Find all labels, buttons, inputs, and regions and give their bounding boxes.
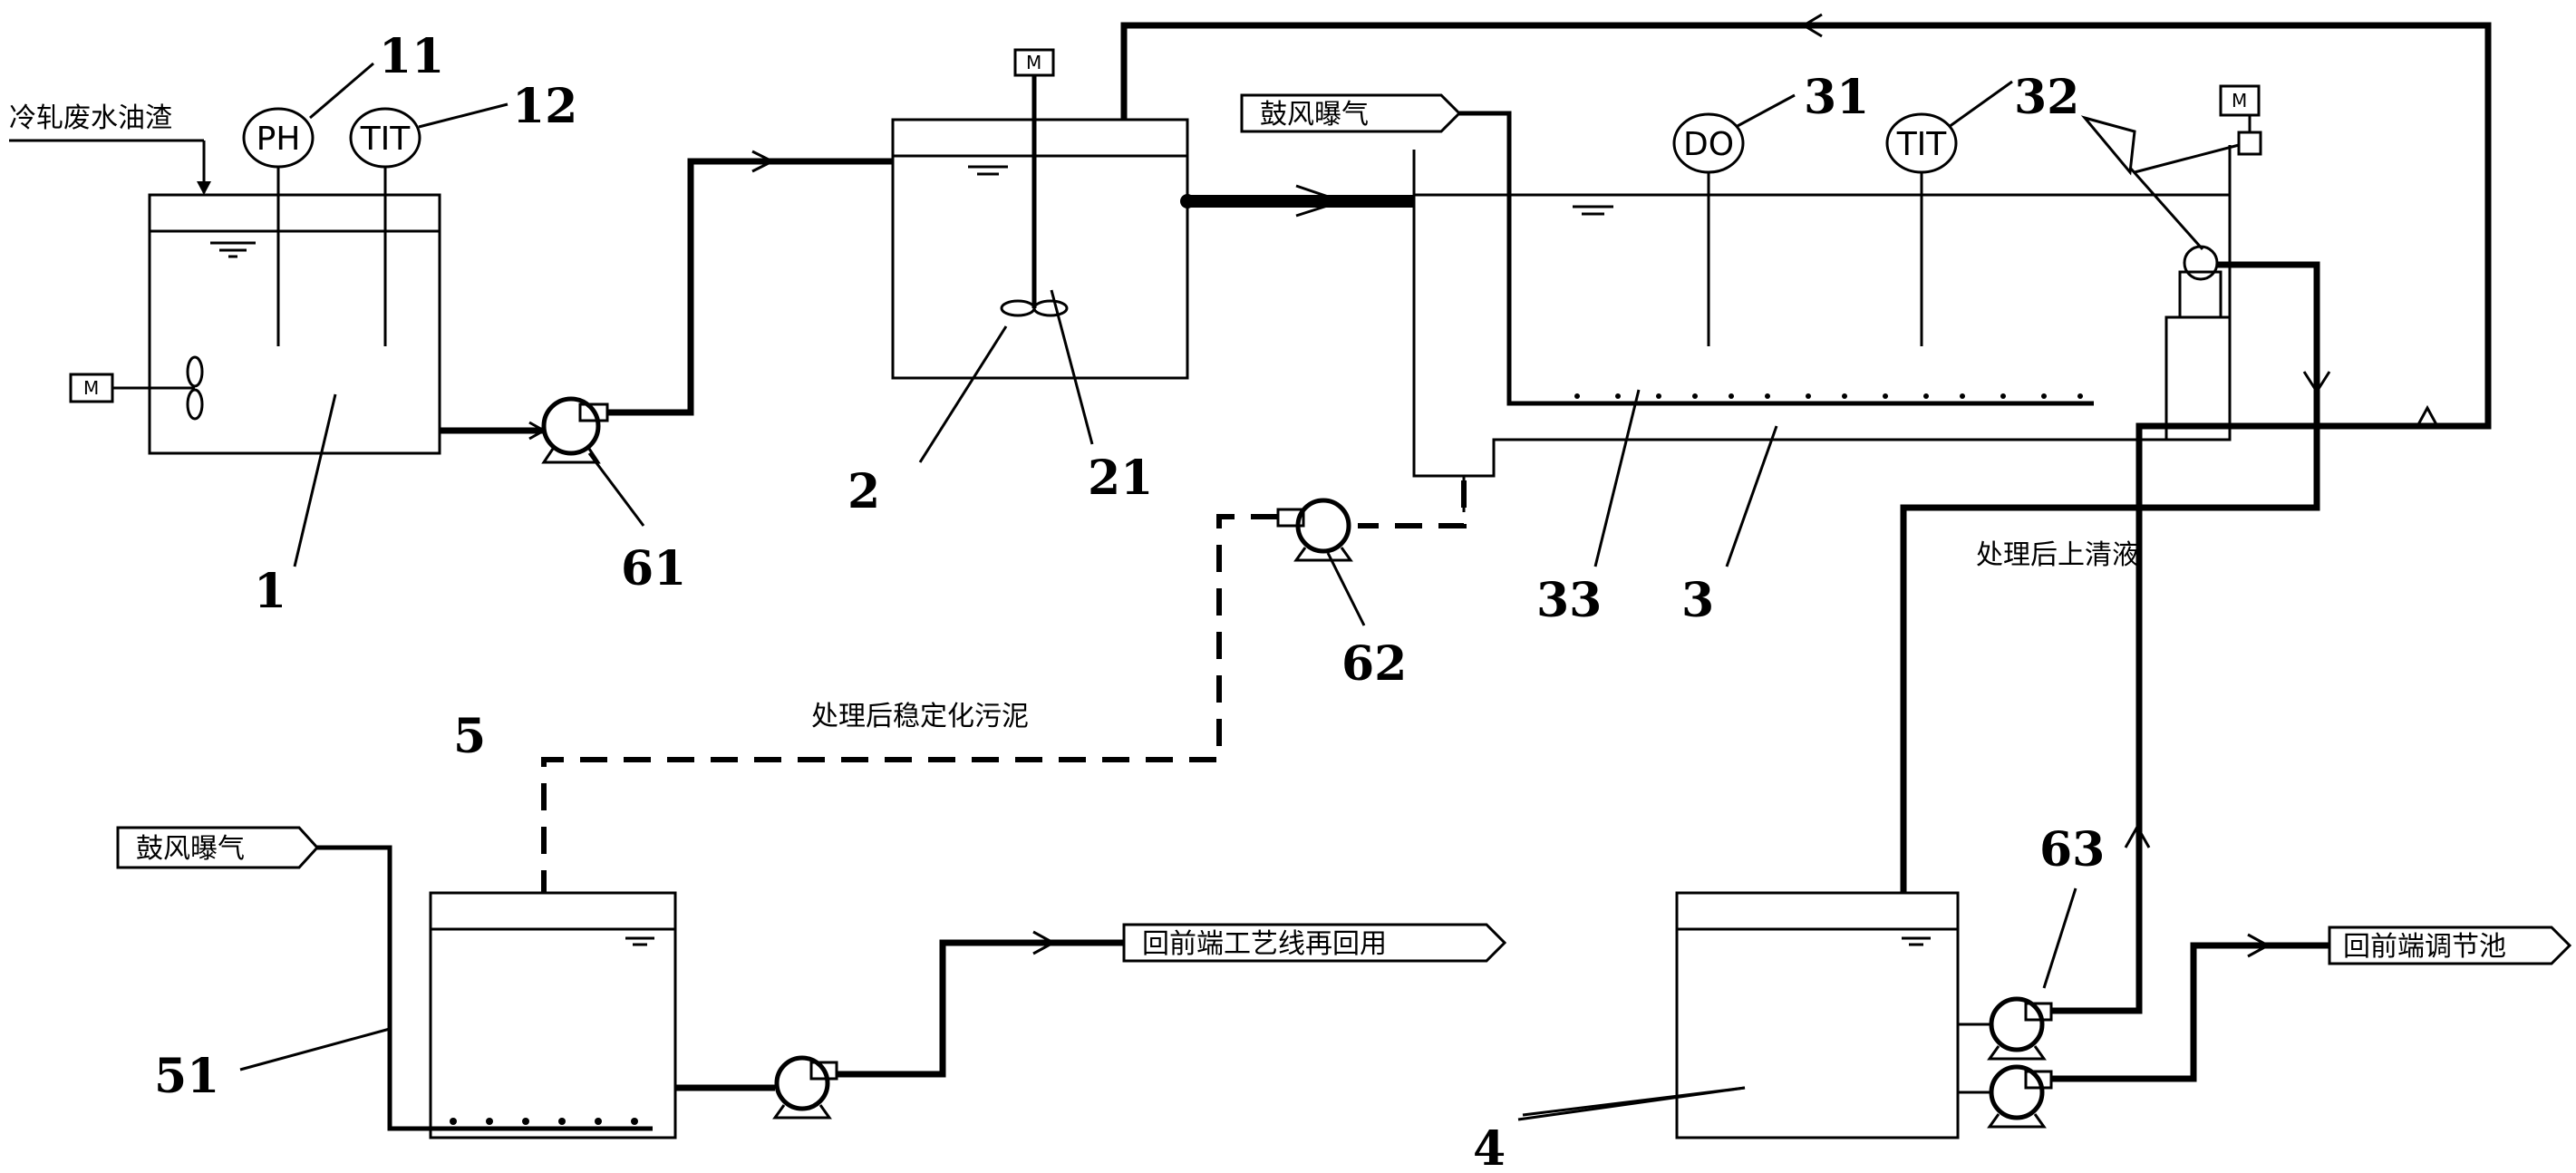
svg-text:M: M: [83, 377, 99, 399]
sludge-line: [1358, 480, 1467, 528]
blower-tag-top: 鼓风曝气: [1240, 93, 1462, 133]
diffusers-3: [1574, 393, 2083, 399]
tank-3: [1412, 145, 2232, 478]
label-62: 62: [1341, 636, 1407, 692]
tank-2: [891, 118, 1189, 380]
label-3: 3: [1681, 573, 1714, 628]
air-line-top: [1459, 111, 2094, 406]
svg-text:M: M: [2232, 90, 2247, 111]
blower-tag-bottom: 鼓风曝气: [116, 826, 320, 869]
svg-text:M: M: [1026, 52, 1041, 73]
label-31: 31: [1804, 70, 1869, 125]
reuse-line: [837, 939, 1124, 1078]
svg-text:回前端工艺线再回用: 回前端工艺线再回用: [1142, 928, 1387, 960]
regulating-line: [2051, 942, 2329, 1082]
air-line-bottom: [317, 845, 653, 1131]
label-61: 61: [621, 541, 686, 596]
label-2: 2: [847, 464, 880, 519]
supernatant-label: 处理后上清液: [1976, 539, 2139, 571]
svg-text:TIT: TIT: [360, 121, 412, 158]
pump-tank-5: [772, 1055, 838, 1120]
svg-text:PH: PH: [257, 121, 301, 158]
inlet-label: 冷轧废水油渣: [9, 102, 172, 134]
svg-text:DO: DO: [1683, 126, 1734, 163]
pump-63: [1987, 996, 2053, 1061]
return-line-top: [1120, 22, 2492, 888]
label-21: 21: [1088, 451, 1153, 506]
tank-5: [429, 891, 677, 1139]
tank-1: [148, 193, 441, 455]
tank-4: [1675, 891, 1960, 1139]
svg-text:鼓风曝气: 鼓风曝气: [1260, 99, 1369, 131]
temperature-sensor-1: TIT: [349, 107, 421, 346]
label-11: 11: [379, 29, 444, 84]
pump-tank-4-regulating: [1987, 1064, 2053, 1129]
label-4: 4: [1473, 1121, 1506, 1173]
inlet-line: [9, 139, 211, 195]
label-1: 1: [254, 564, 286, 619]
decanter: M: [2080, 84, 2262, 250]
sludge-label: 处理后稳定化污泥: [811, 701, 1029, 732]
settling-compartment: [2164, 245, 2232, 441]
do-sensor: DO: [1672, 112, 1745, 346]
regulating-tag: 回前端调节池: [2328, 926, 2572, 965]
label-5: 5: [453, 709, 486, 764]
ph-sensor: PH: [242, 107, 315, 346]
svg-text:TIT: TIT: [1896, 126, 1948, 163]
pump-62: [1276, 498, 1353, 562]
svg-text:鼓风曝气: 鼓风曝气: [136, 833, 245, 865]
temperature-sensor-2: TIT: [1885, 112, 1958, 346]
label-12: 12: [512, 79, 577, 134]
label-51: 51: [154, 1049, 219, 1104]
pump-61: [541, 396, 609, 464]
reuse-tag: 回前端工艺线再回用: [1122, 923, 1507, 963]
mixer-tank-1: M: [69, 355, 204, 421]
mixer-tank-2: M: [1000, 48, 1069, 317]
supernatant-line: [1900, 261, 2320, 893]
label-33: 33: [1536, 573, 1602, 628]
label-32: 32: [2014, 70, 2079, 125]
svg-text:回前端调节池: 回前端调节池: [2343, 931, 2506, 963]
diffusers-5: [450, 1118, 638, 1125]
label-63: 63: [2039, 822, 2105, 877]
